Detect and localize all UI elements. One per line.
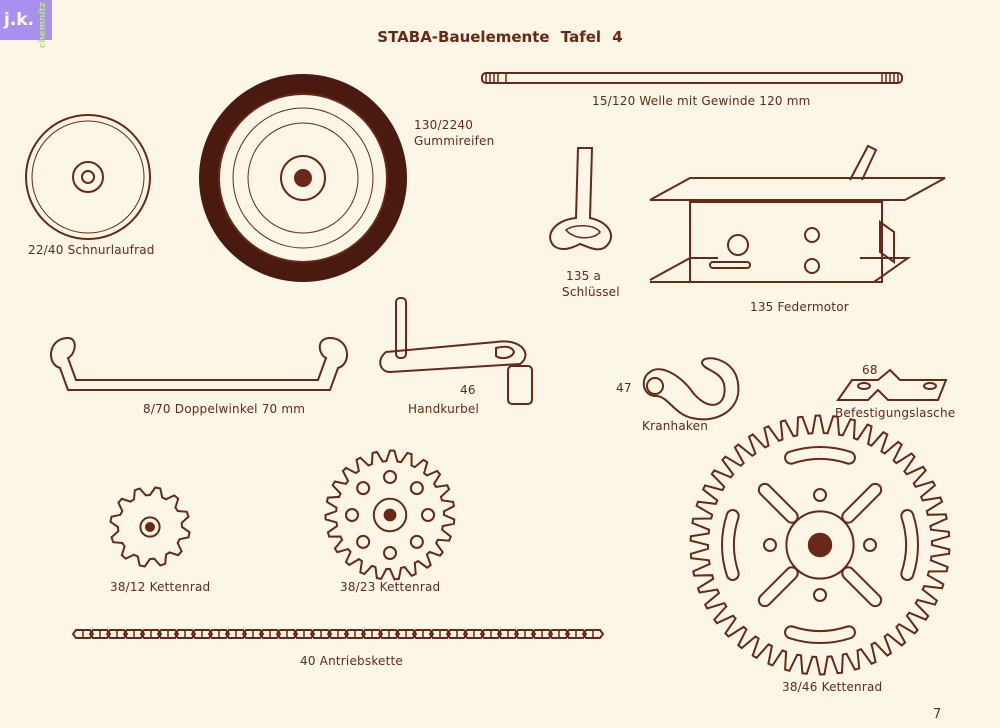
gear-teeth (109, 486, 191, 568)
label-lasche-number: 68 (862, 363, 878, 377)
gear-bore (383, 508, 397, 522)
chain-link (122, 629, 146, 639)
chain-link (71, 629, 95, 639)
page-number: 7 (933, 707, 942, 722)
gear-hole (409, 481, 424, 496)
gear-hole (356, 534, 371, 549)
label-schluessel: Schlüssel (562, 285, 620, 299)
label-kranhaken-number: 47 (616, 381, 632, 395)
chain-link (275, 629, 299, 639)
chain-link (173, 629, 197, 639)
handkurbel-drawing (379, 297, 533, 405)
chain-link (360, 629, 384, 639)
gear-hole (383, 470, 397, 484)
label-kranhaken: Kranhaken (642, 419, 709, 433)
label-gummireifen-number: 130/2240 (414, 118, 474, 132)
gear-hole (345, 508, 359, 522)
gear-hole (409, 534, 424, 549)
chain-link (207, 629, 231, 639)
label-schluessel-number: 135 a (566, 269, 602, 283)
kettenrad-46-drawing (689, 414, 951, 676)
label-antriebskette: 40 Antriebskette (300, 654, 404, 668)
chain-link (88, 629, 112, 639)
gear-hole (356, 481, 371, 496)
label-kettenrad-12: 38/12 Kettenrad (110, 580, 211, 594)
welle-drawing (481, 72, 903, 84)
gear-hole (813, 488, 827, 502)
antriebskette-drawing (71, 629, 605, 639)
doppelwinkel-drawing (50, 336, 348, 391)
kettenrad-12-drawing (109, 486, 191, 568)
label-kettenrad-46: 38/46 Kettenrad (782, 680, 883, 694)
gummireifen-drawing (199, 74, 407, 282)
publisher-logo: j.k. chemnitz (0, 0, 52, 48)
chain-link (156, 629, 180, 639)
chain-link (530, 629, 554, 639)
chain-link (258, 629, 282, 639)
chain-link (564, 629, 588, 639)
chain-link (224, 629, 248, 639)
label-handkurbel-number: 46 (460, 383, 476, 397)
kranhaken-drawing (642, 357, 740, 421)
chain-link (462, 629, 486, 639)
befestigungslasche-drawing (836, 368, 948, 401)
label-kettenrad-23: 38/23 Kettenrad (340, 580, 441, 594)
gear-hub (785, 510, 855, 580)
schnurlaufrad-drawing (25, 114, 151, 240)
chain-link (547, 629, 571, 639)
chain-link (292, 629, 316, 639)
chain-link (445, 629, 469, 639)
gear-bore (807, 532, 833, 558)
chain-link (377, 629, 401, 639)
label-handkurbel: Handkurbel (408, 402, 480, 416)
chain-link (394, 629, 418, 639)
gear-teeth (689, 414, 951, 676)
gear-hub (139, 516, 161, 538)
chain-link (496, 629, 520, 639)
kettenrad-23-drawing (324, 449, 456, 581)
label-lasche: Befestigungslasche (835, 406, 956, 420)
chain-link (326, 629, 350, 639)
gear-hub (372, 497, 408, 533)
chain-link (105, 629, 129, 639)
gear-hole (383, 546, 397, 560)
logo-initials: j.k. (4, 10, 35, 30)
label-doppelwinkel: 8/70 Doppelwinkel 70 mm (143, 402, 306, 416)
chain-link (190, 629, 214, 639)
label-gummireifen: Gummireifen (414, 134, 495, 148)
gear-bore (145, 522, 155, 532)
chain-link (581, 629, 605, 639)
label-schnurlaufrad: 22/40 Schnurlaufrad (28, 243, 155, 257)
gear-teeth (324, 449, 456, 581)
gear-hole (763, 538, 777, 552)
chain-link (309, 629, 333, 639)
chain-link (428, 629, 452, 639)
label-welle: 15/120 Welle mit Gewinde 120 mm (592, 94, 811, 108)
chain-link (241, 629, 265, 639)
chain-link (479, 629, 503, 639)
gear-hole (813, 588, 827, 602)
chain-link (411, 629, 435, 639)
schluessel-drawing (549, 147, 612, 251)
page-title: STABA-Bauelemente Tafel 4 (377, 28, 623, 46)
gear-hole (863, 538, 877, 552)
label-federmotor: 135 Federmotor (750, 300, 849, 314)
gear-hole (421, 508, 435, 522)
chain-link (343, 629, 367, 639)
federmotor-drawing (649, 144, 946, 283)
chain-link (513, 629, 537, 639)
chain-link (139, 629, 163, 639)
